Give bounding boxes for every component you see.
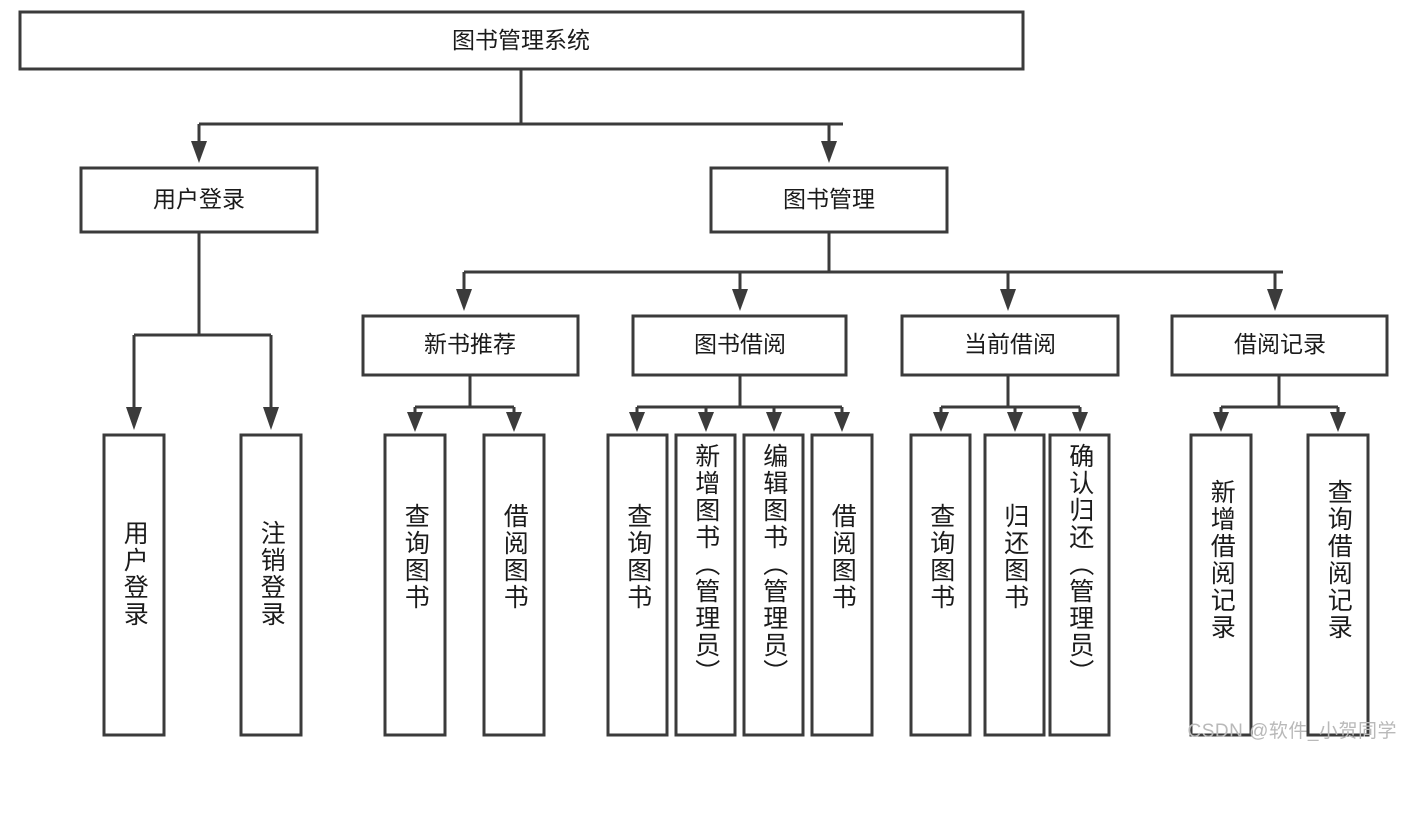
connector-layer bbox=[126, 69, 1346, 432]
node-root[interactable]: 图书管理系统 bbox=[18, 10, 1025, 71]
arrowhead-leaf-borrow-query bbox=[629, 412, 645, 432]
arrowhead-book-manage bbox=[821, 141, 837, 163]
diagram-canvas: 图书管理系统 用户登录 图书管理 新书推荐 图书借阅 当前借阅 借阅记录 bbox=[18, 10, 1389, 737]
leaf-box-borrow-edit[interactable] bbox=[742, 433, 805, 737]
arrowhead-leaf-cur-confirm bbox=[1072, 412, 1088, 432]
arrowhead-borrow-record bbox=[1267, 289, 1283, 311]
node-book-manage-label: 图书管理 bbox=[783, 186, 875, 212]
arrowhead-leaf-borrow-do bbox=[834, 412, 850, 432]
leaf-box-cur-query[interactable] bbox=[909, 433, 972, 737]
arrowhead-leaf-user-logout bbox=[263, 407, 279, 430]
leaf-box-borrow-query[interactable] bbox=[606, 433, 669, 737]
flowchart-diagram: 图书管理系统 用户登录 图书管理 新书推荐 图书借阅 当前借阅 借阅记录 bbox=[18, 10, 1397, 742]
arrowhead-leaf-cur-query bbox=[933, 412, 949, 432]
node-borrow-record-label: 借阅记录 bbox=[1234, 331, 1326, 357]
leaf-box-rec-borrow[interactable] bbox=[482, 433, 546, 737]
leaf-box-borrow-do[interactable] bbox=[810, 433, 874, 737]
leaf-box-layer bbox=[102, 433, 1370, 737]
node-root-box[interactable] bbox=[18, 10, 1025, 71]
arrowhead-leaf-rec-query bbox=[407, 412, 423, 432]
arrowhead-leaf-cur-return bbox=[1007, 412, 1023, 432]
node-book-borrow[interactable]: 图书借阅 bbox=[631, 314, 848, 377]
node-user-login[interactable]: 用户登录 bbox=[79, 166, 319, 234]
node-user-login-label: 用户登录 bbox=[153, 186, 245, 212]
node-current-borrow-label: 当前借阅 bbox=[964, 331, 1056, 357]
node-new-book-rec[interactable]: 新书推荐 bbox=[361, 314, 580, 377]
arrowhead-leaf-borrow-add bbox=[698, 412, 714, 432]
arrowhead-leaf-rec-borrow bbox=[506, 412, 522, 432]
leaf-box-rec-add[interactable] bbox=[1189, 433, 1253, 737]
arrowhead-leaf-rec-query2 bbox=[1330, 412, 1346, 432]
arrowhead-book-borrow bbox=[732, 289, 748, 311]
node-root-label: 图书管理系统 bbox=[452, 27, 590, 53]
leaf-box-borrow-add[interactable] bbox=[674, 433, 737, 737]
node-current-borrow-box[interactable] bbox=[900, 314, 1120, 377]
leaf-box-user-logout[interactable] bbox=[239, 433, 303, 737]
arrowhead-user-login bbox=[191, 141, 207, 163]
leaf-box-cur-return[interactable] bbox=[983, 433, 1046, 737]
node-current-borrow[interactable]: 当前借阅 bbox=[900, 314, 1120, 377]
leaf-box-user-login[interactable] bbox=[102, 433, 166, 737]
node-book-manage-box[interactable] bbox=[709, 166, 949, 234]
node-book-manage[interactable]: 图书管理 bbox=[709, 166, 949, 234]
node-new-book-rec-label: 新书推荐 bbox=[424, 331, 516, 357]
node-borrow-record[interactable]: 借阅记录 bbox=[1170, 314, 1389, 377]
leaf-box-cur-confirm[interactable] bbox=[1048, 433, 1111, 737]
leaf-box-rec-query2[interactable] bbox=[1306, 433, 1370, 737]
arrowhead-leaf-user-login bbox=[126, 407, 142, 430]
node-user-login-box[interactable] bbox=[79, 166, 319, 234]
leaf-box-rec-query[interactable] bbox=[383, 433, 447, 737]
node-book-borrow-label: 图书借阅 bbox=[694, 331, 786, 357]
node-book-borrow-box[interactable] bbox=[631, 314, 848, 377]
arrowhead-leaf-borrow-edit bbox=[766, 412, 782, 432]
node-borrow-record-box[interactable] bbox=[1170, 314, 1389, 377]
arrowhead-current-borrow bbox=[1000, 289, 1016, 311]
arrowhead-leaf-rec-add bbox=[1213, 412, 1229, 432]
csdn-watermark: CSDN @软件_小贺同学 bbox=[1187, 721, 1397, 742]
arrowhead-new-book-rec bbox=[456, 289, 472, 311]
node-new-book-rec-box[interactable] bbox=[361, 314, 580, 377]
